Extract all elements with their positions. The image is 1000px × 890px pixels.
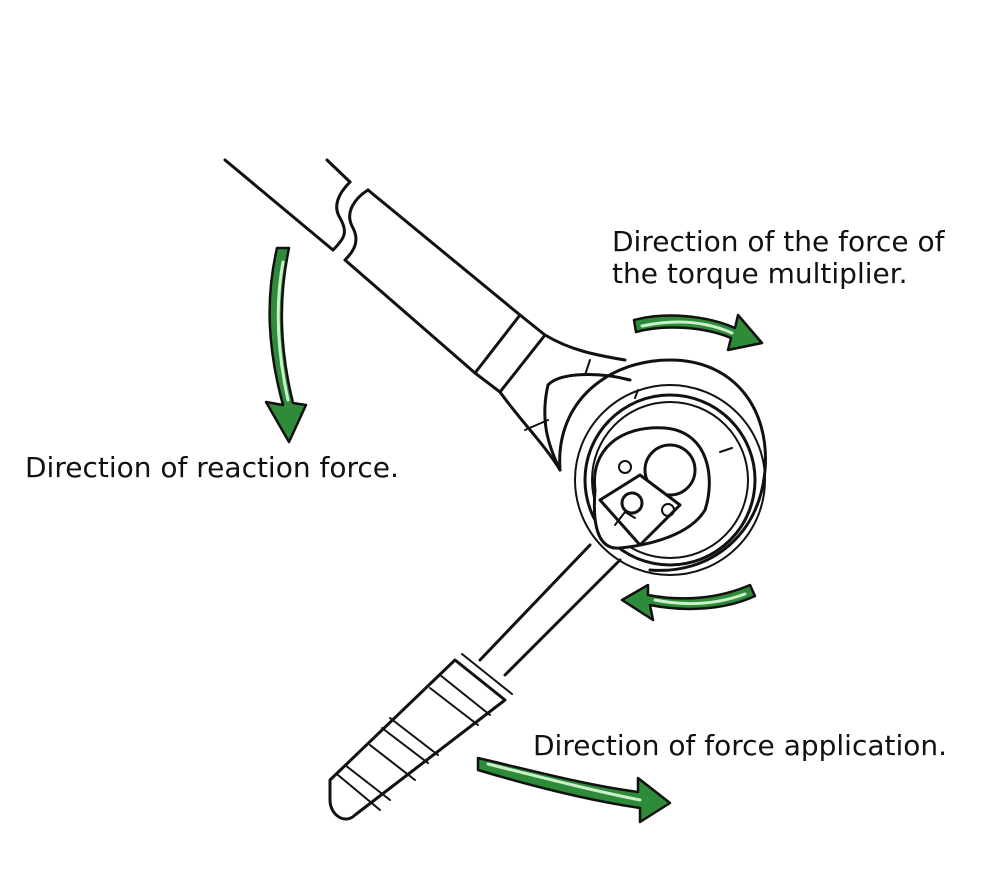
ratchet-wrench bbox=[328, 426, 711, 821]
torque-label-line2: the torque multiplier. bbox=[612, 257, 908, 290]
torque-arrow-icon bbox=[632, 313, 764, 352]
application-arrow-icon bbox=[476, 756, 672, 824]
reaction-arm bbox=[223, 158, 627, 472]
force-application-label: Direction of force application. bbox=[533, 729, 948, 762]
reaction-arrow-icon bbox=[264, 246, 308, 444]
return-arrow-icon bbox=[620, 583, 757, 622]
torque-multiplier-force-label: Direction of the force of the torque mul… bbox=[612, 226, 945, 290]
multiplier-housing bbox=[543, 358, 767, 576]
reaction-force-label: Direction of reaction force. bbox=[25, 451, 399, 484]
torque-label-line1: Direction of the force of bbox=[612, 225, 945, 258]
